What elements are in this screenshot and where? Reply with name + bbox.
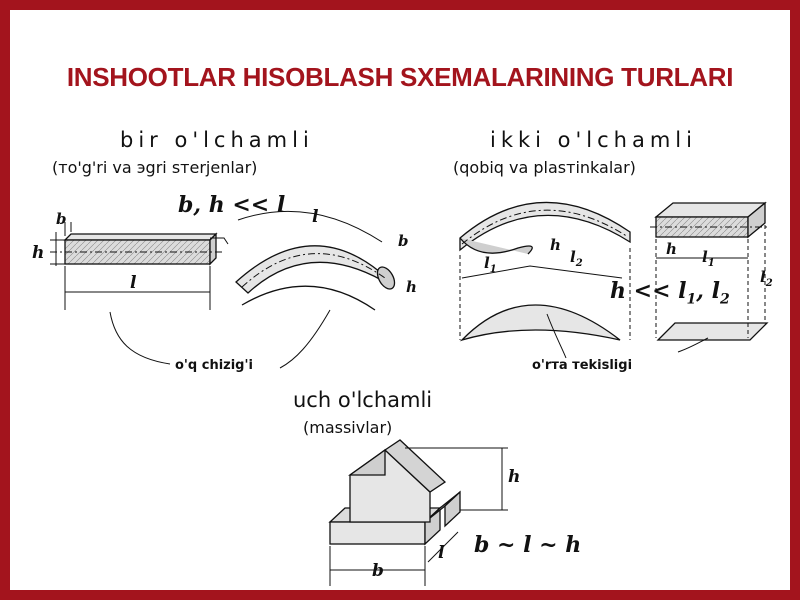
plate-l1-label: l1 bbox=[702, 248, 715, 269]
block-wedge-slope bbox=[383, 439, 447, 493]
block-b-label: b bbox=[372, 561, 384, 581]
block-dims bbox=[329, 447, 508, 586]
shell-edge bbox=[459, 237, 533, 255]
page-title: INSHOOTLAR HISOBLASH SXEMALARINING TURLA… bbox=[66, 62, 734, 92]
shell-l1-label: l1 bbox=[484, 254, 497, 275]
curved-b-label: b bbox=[398, 232, 409, 250]
plate-side bbox=[747, 201, 766, 239]
curved-bar-projection bbox=[241, 285, 376, 311]
mid-surface-label: o'rтa тekisligi bbox=[532, 358, 633, 373]
straight-l-label: l bbox=[130, 273, 137, 293]
curved-bar bbox=[235, 210, 396, 311]
massive-block bbox=[328, 439, 461, 546]
shell bbox=[459, 201, 631, 342]
straight-bar bbox=[50, 232, 225, 266]
plate-top bbox=[654, 202, 767, 218]
shell-h-label: h bbox=[550, 236, 561, 254]
straight-bar-dims bbox=[50, 222, 229, 310]
three-dim-formula: b ~ l ~ h bbox=[474, 532, 582, 558]
shell-l2-label: l2 bbox=[570, 248, 583, 269]
one-dim-heading: bir o'lchamli bbox=[120, 128, 314, 152]
plate-leader bbox=[677, 337, 709, 353]
two-dim-formula: h << l1, l2 bbox=[610, 278, 730, 307]
straight-h-label: h bbox=[32, 243, 44, 263]
one-dim-formula: b, h << l bbox=[178, 192, 286, 218]
shell-mid-line bbox=[461, 209, 629, 245]
plate-h-label: h bbox=[666, 240, 677, 258]
plate bbox=[650, 201, 770, 341]
block-l-label: l bbox=[438, 543, 445, 563]
curved-l-label: l bbox=[312, 207, 319, 227]
three-dim-subtitle: (massivlar) bbox=[303, 418, 393, 437]
plate-l2-label: l2 bbox=[760, 268, 773, 289]
curved-bar-axis bbox=[241, 253, 386, 288]
axis-line-label: o'q chizig'i bbox=[175, 358, 253, 373]
block-h-label: h bbox=[508, 467, 520, 487]
shell-dim-lines bbox=[461, 265, 623, 279]
two-dim-formula-comma: , l bbox=[696, 278, 720, 304]
mid-surface-leader bbox=[546, 313, 567, 359]
two-dim-formula-sub1: 1 bbox=[686, 291, 697, 308]
curved-bar-end bbox=[376, 266, 396, 290]
straight-bar-end bbox=[209, 232, 217, 266]
shell-mid-surface bbox=[459, 304, 621, 342]
curved-leader bbox=[279, 309, 331, 369]
three-dim-heading: uch o'lchamli bbox=[293, 388, 433, 412]
axis-leader bbox=[109, 311, 171, 365]
two-dim-formula-main: h << l bbox=[610, 278, 687, 304]
curved-bar-dim-arc bbox=[237, 210, 383, 243]
two-dim-subtitle: (qobiq va plasтinkalar) bbox=[453, 158, 636, 177]
plate-mid-surface bbox=[656, 322, 769, 341]
shell-top bbox=[459, 201, 631, 252]
one-dim-subtitle: (то'g'ri va эgri sтerjenlar) bbox=[52, 158, 258, 177]
schematic-drawing: b h l l b h l1 h l2 bbox=[32, 201, 773, 586]
straight-bar-top bbox=[63, 233, 218, 241]
curved-h-label: h bbox=[406, 278, 417, 296]
two-dim-formula-sub2: 2 bbox=[719, 291, 730, 308]
straight-b-label: b bbox=[56, 210, 67, 228]
block-base-front bbox=[329, 521, 426, 545]
two-dim-heading: ikki o'lchamli bbox=[490, 128, 697, 152]
